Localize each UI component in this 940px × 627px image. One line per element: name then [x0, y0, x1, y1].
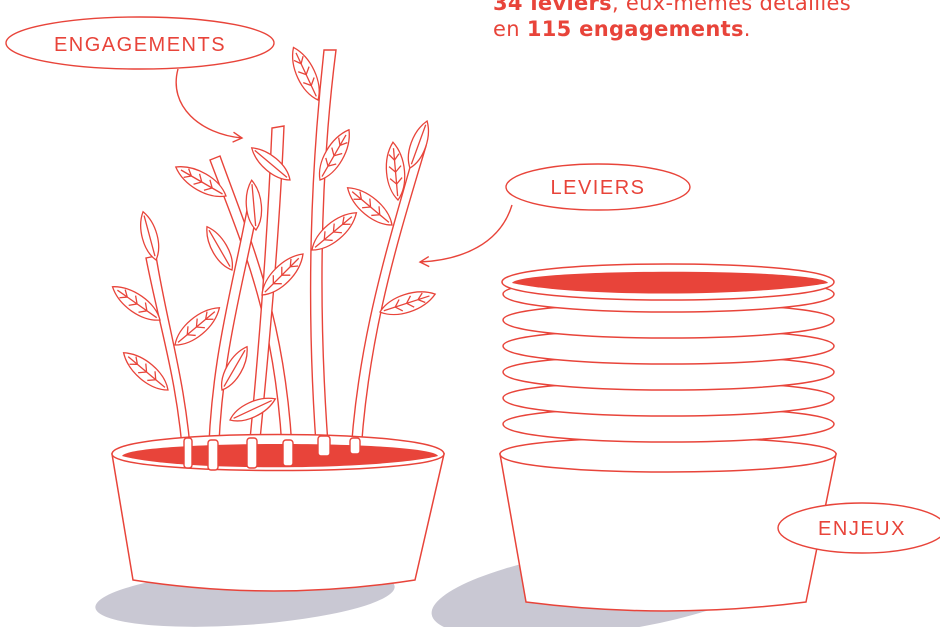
arrow-leviers	[420, 205, 512, 262]
label-enjeux-text: ENJEUX	[818, 518, 906, 540]
leaf	[201, 223, 239, 274]
label-enjeux: ENJEUX	[778, 503, 940, 553]
arrow-engagements	[176, 69, 242, 138]
label-leviers-text: LEVIERS	[551, 177, 646, 199]
leaf	[136, 210, 163, 262]
pot-with-plants	[112, 435, 444, 592]
leaf	[169, 301, 225, 352]
stem-5	[311, 50, 336, 470]
stacked-pots	[500, 264, 836, 611]
pot-left-body	[112, 454, 444, 591]
label-engagements: ENGAGEMENTS	[6, 17, 274, 138]
leaf	[118, 346, 174, 397]
label-engagements-text: ENGAGEMENTS	[54, 34, 226, 56]
label-leviers: LEVIERS	[420, 164, 690, 262]
